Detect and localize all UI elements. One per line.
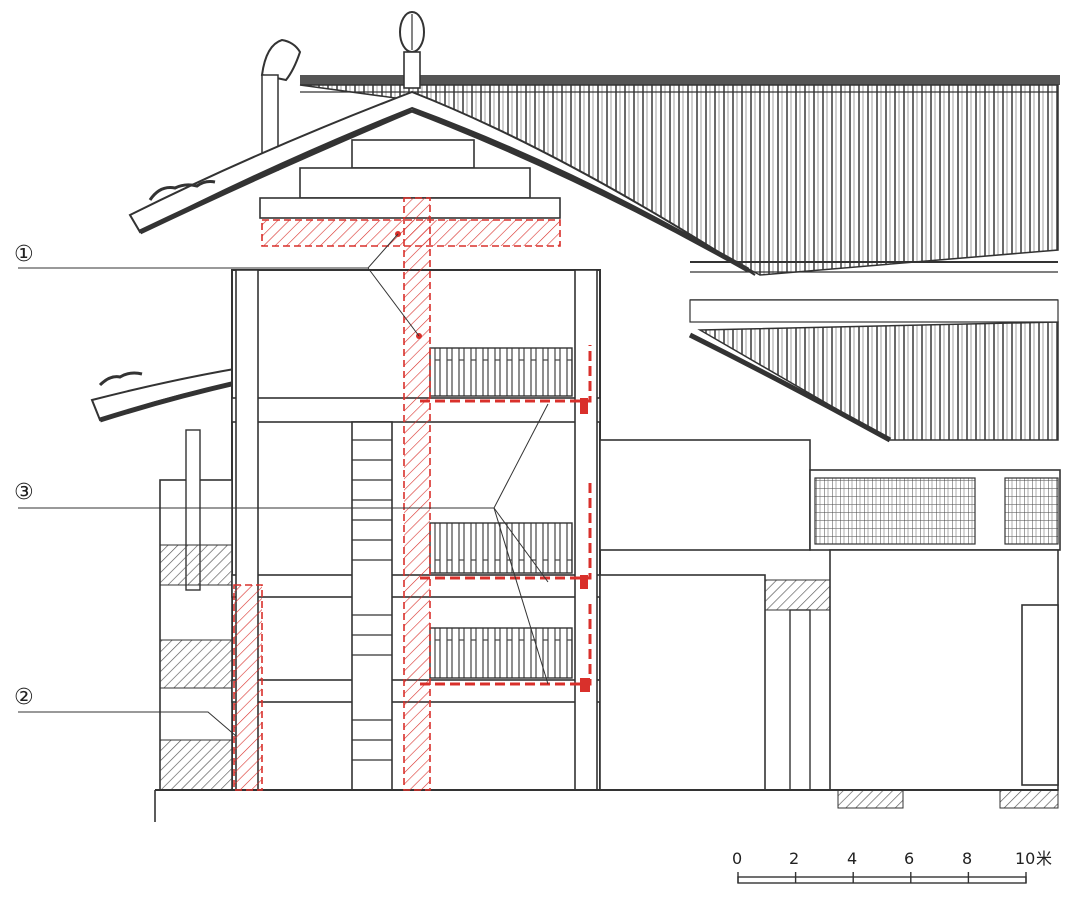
scale-unit-label: 米 [1036,849,1053,868]
scale-tick-label: 2 [789,849,800,868]
right-lower-roof [688,299,1059,443]
leader-lines [18,233,549,737]
callout-label-1: ① [14,242,34,267]
ridge-beast-ornament [260,38,302,171]
scale-tick-label: 8 [962,849,973,868]
pagoda-finial-ornament [399,11,425,89]
pavilion-lower-eave [90,366,241,423]
leader-line-2 [18,711,237,737]
scale-tick-label: 4 [847,849,858,868]
highlight-floor-beams [420,345,592,692]
callout-label-3: ③ [14,480,34,505]
right-wing [599,439,1061,809]
scale-tick-label: 6 [904,849,915,868]
scale-tick-label: 10 [1015,849,1036,868]
highlight-lower-column [233,584,263,791]
scale-bar [737,872,1027,884]
callout-label-2: ② [14,685,34,710]
scale-tick-label: 0 [732,849,743,868]
pavilion-body [159,269,601,791]
highlight-central-column [395,197,431,791]
